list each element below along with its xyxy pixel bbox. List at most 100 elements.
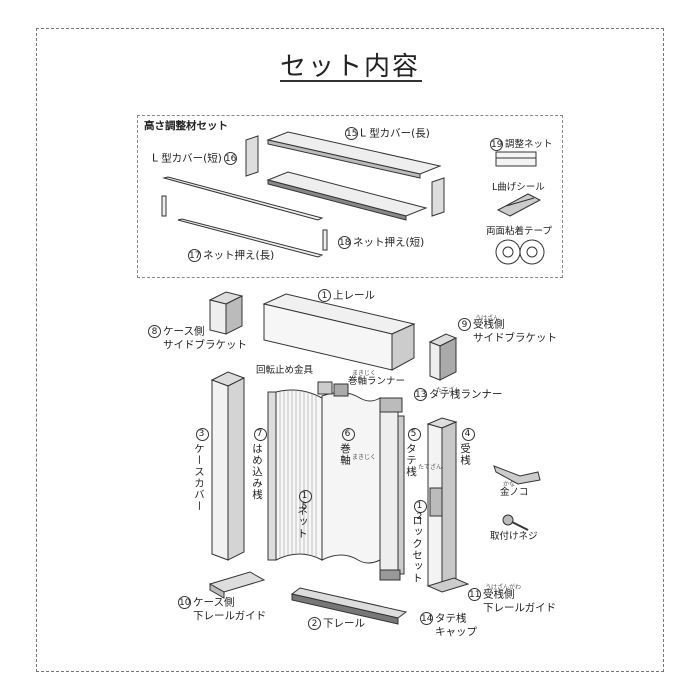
net-shape <box>275 389 323 561</box>
label-fitting-bar: 7 はめ込み桟 <box>250 426 267 501</box>
case-cover-shape <box>210 371 246 561</box>
label-receiver-bracket-line1: 受桟側 <box>473 318 505 331</box>
ruby-kanako: かな <box>503 481 516 488</box>
label-l-cover-long-text: L 型カバー(長) <box>360 127 430 140</box>
screw-shape <box>502 514 529 531</box>
num-12: 12 <box>413 500 427 523</box>
fitting-bar-shape <box>267 391 277 561</box>
ruby-tate: たてざん <box>418 464 443 471</box>
label-tape: 両面粘着テープ <box>486 226 552 237</box>
height-adjust-set-title: 高さ調整材セット <box>144 120 228 132</box>
num-7: 7 <box>253 428 267 441</box>
l-seal-shape <box>496 193 542 217</box>
label-receiver: 4受桟 <box>458 426 475 466</box>
l-cover-short-shape <box>245 135 445 217</box>
num-15-b: 15 <box>298 490 312 513</box>
num-15-a: 15 <box>345 127 358 140</box>
l-cover-long-shape-2 <box>266 171 428 221</box>
ruby-receiver: うけざん <box>475 315 500 322</box>
l-cover-long-shape <box>266 131 442 179</box>
label-case-bracket-line2: サイドブラケット <box>163 338 247 351</box>
label-roller-text: 巻軸 <box>339 443 351 466</box>
label-bottom-rail-text: 下レール <box>323 617 365 630</box>
top-rail-shape <box>262 293 416 371</box>
vertical-cap-shape <box>379 569 401 581</box>
case-bracket-shape <box>208 291 244 335</box>
label-top-rail-text: 上レール <box>333 289 375 302</box>
rotation-stop-shape <box>317 381 349 397</box>
net-press-long-shape-2 <box>177 218 324 258</box>
label-receiver-bracket-line2: サイドブラケット <box>473 331 557 344</box>
label-saw: 金ノコ <box>500 487 529 498</box>
title-underline <box>280 80 422 82</box>
label-net-press-long-text: ネット押え(長) <box>203 249 275 262</box>
num-13: 13 <box>414 388 427 401</box>
label-adjust-net-text: 調整ネット <box>505 139 553 150</box>
ruby-makijiku: まきじく <box>352 454 377 461</box>
label-vertical-bar: 5 タテ桟 <box>404 426 421 478</box>
vertical-runner-shape <box>379 397 403 413</box>
label-case-guide-line2: 下レールガイド <box>193 609 267 622</box>
num-10: 10 <box>178 596 191 609</box>
label-case-guide-line1: ケース側 <box>193 596 235 609</box>
label-roller: 6 巻軸 <box>338 426 355 466</box>
num-6: 6 <box>341 428 355 441</box>
saw-shape <box>493 465 541 485</box>
case-guide-shape <box>208 571 266 599</box>
label-case-cover: 3ケースカバー <box>192 426 209 512</box>
net-press-short-shape-2 <box>322 229 328 251</box>
net-press-long-shape <box>162 176 324 221</box>
ruby-vertical: たてざん <box>436 387 461 394</box>
num-18: 18 <box>338 236 351 249</box>
num-8: 8 <box>148 325 161 338</box>
label-receiver-guide-line2: 下レールガイド <box>483 601 557 614</box>
label-vertical-cap-line2: キャップ <box>435 625 477 638</box>
receiver-guide-shape <box>426 577 470 593</box>
tape-shape <box>495 239 545 265</box>
num-9: 9 <box>458 318 471 331</box>
receiver-shape <box>426 417 458 591</box>
adjust-net-shape <box>495 151 537 167</box>
receiver-bracket-shape <box>428 333 458 381</box>
num-1: 1 <box>318 289 331 302</box>
num-17: 17 <box>188 249 201 262</box>
label-vertical-cap-line1: タテ桟 <box>435 612 467 625</box>
ruby-roller: まきじく <box>352 370 377 377</box>
num-19: 19 <box>490 138 503 151</box>
bottom-rail-shape <box>290 587 408 625</box>
label-lock-set: 12ロックセット <box>410 498 427 584</box>
label-net-press-short-text: ネット押え(短) <box>353 236 425 249</box>
net-press-short-shape <box>161 195 167 217</box>
label-net: 15ネット <box>295 488 312 540</box>
label-l-cover-short: L 型カバー(短)16 <box>152 152 239 166</box>
label-vertical-bar-text: タテ桟 <box>405 443 417 478</box>
vertical-bar-shape <box>379 409 405 579</box>
label-case-bracket-line1: ケース側 <box>163 325 205 338</box>
num-5: 5 <box>407 428 421 441</box>
label-screw: 取付けネジ <box>490 531 538 542</box>
label-case-cover-text: ケースカバー <box>193 443 205 512</box>
dashed-frame <box>36 28 664 672</box>
num-11: 11 <box>468 588 481 601</box>
roller-shape <box>321 392 381 564</box>
page-title: セット内容 <box>279 52 420 82</box>
num-2: 2 <box>308 617 321 630</box>
label-fitting-bar-text: はめ込み桟 <box>251 443 263 501</box>
label-lock-set-text: ロックセット <box>411 515 423 584</box>
height-adjust-set-box <box>137 115 563 278</box>
label-net-text: ネット <box>296 505 308 540</box>
label-l-seal: L曲げシール <box>492 182 545 193</box>
num-16: 16 <box>223 152 237 165</box>
label-receiver-text: 受桟 <box>459 443 471 466</box>
